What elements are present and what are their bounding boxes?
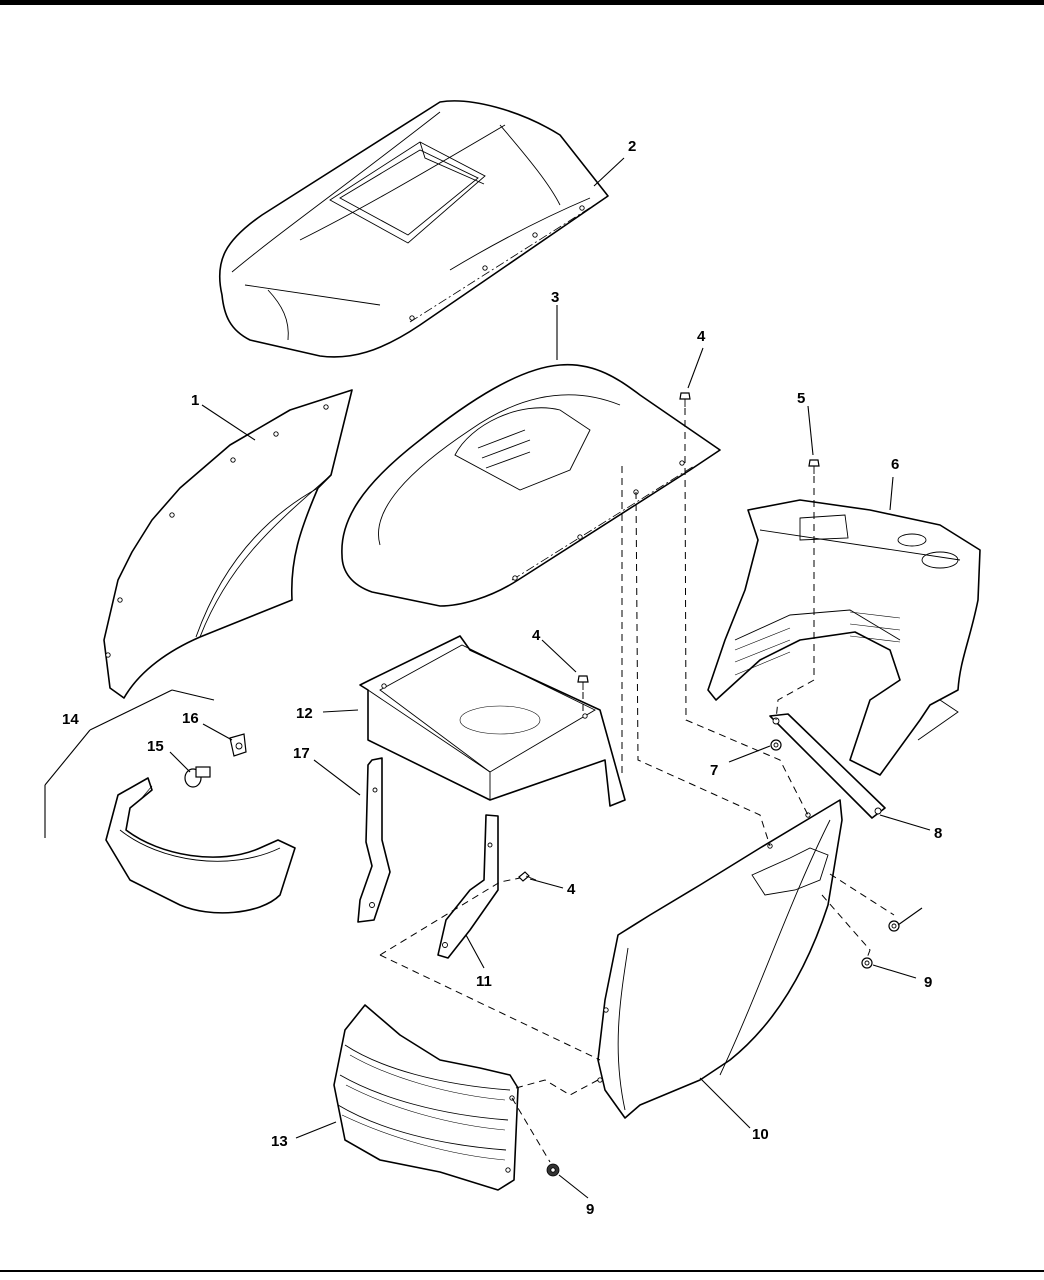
callout-2: 2 bbox=[628, 138, 636, 155]
callout-13: 13 bbox=[271, 1133, 288, 1150]
callout-3: 3 bbox=[551, 289, 559, 306]
callout-4-tray: 4 bbox=[532, 627, 541, 644]
callout-15: 15 bbox=[147, 738, 164, 755]
part-10-side-panel-right bbox=[598, 800, 842, 1118]
callout-4-top: 4 bbox=[697, 328, 706, 345]
part-12-battery-tray bbox=[360, 636, 625, 806]
part-9-nut-upper bbox=[889, 921, 899, 931]
callout-9-grille: 9 bbox=[586, 1201, 594, 1218]
callout-1: 1 bbox=[191, 392, 199, 409]
callout-12: 12 bbox=[296, 705, 313, 722]
callout-10: 10 bbox=[752, 1126, 769, 1143]
callout-5: 5 bbox=[797, 390, 805, 407]
part-16-bumper-clip bbox=[230, 734, 246, 756]
part-3-hood-liner bbox=[342, 365, 720, 606]
callout-16: 16 bbox=[182, 710, 199, 727]
part-9-nut-grille bbox=[547, 1164, 559, 1176]
callout-8: 8 bbox=[934, 825, 942, 842]
callout-9-right: 9 bbox=[924, 974, 932, 991]
part-17-front-bracket-left bbox=[358, 758, 390, 922]
callout-4-bracket: 4 bbox=[567, 881, 576, 898]
part-4-screw-top bbox=[680, 393, 690, 407]
callout-11: 11 bbox=[476, 973, 492, 990]
part-14-front-bumper bbox=[106, 778, 295, 913]
part-4-screw-tray bbox=[578, 676, 588, 690]
callout-14: 14 bbox=[62, 711, 79, 728]
part-1-side-panel-left bbox=[104, 390, 352, 698]
callout-6: 6 bbox=[891, 456, 899, 473]
part-13-grille bbox=[334, 1005, 518, 1190]
callout-7: 7 bbox=[710, 762, 718, 779]
part-7-nut bbox=[771, 740, 781, 750]
part-9-nut-lower bbox=[862, 958, 872, 968]
part-5-screw bbox=[809, 460, 819, 474]
callout-17: 17 bbox=[293, 745, 310, 762]
part-2-hood-top bbox=[220, 101, 608, 357]
part-6-dash-panel bbox=[708, 500, 980, 775]
part-11-front-bracket-right bbox=[438, 815, 498, 958]
